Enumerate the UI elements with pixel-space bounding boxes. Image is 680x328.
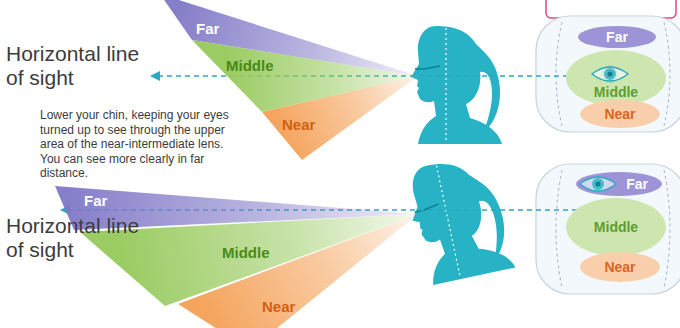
near-lens-zone: Near bbox=[580, 100, 660, 128]
head-profile bbox=[402, 152, 516, 286]
instruction-note: Lower your chin, keeping your eyes turne… bbox=[40, 108, 232, 181]
lens-blank bbox=[536, 16, 680, 132]
zone-label: Far bbox=[196, 21, 219, 37]
lens-zone-label: Far bbox=[626, 176, 648, 192]
lens-zone-label: Near bbox=[604, 259, 635, 275]
wedge-fill bbox=[192, 40, 418, 112]
zone-label: Middle bbox=[226, 58, 274, 74]
arrowhead bbox=[150, 71, 160, 81]
lens-blank bbox=[536, 164, 680, 294]
wedge-fill bbox=[262, 76, 418, 160]
middle-lens-zone: Middle bbox=[566, 198, 666, 256]
glasses bbox=[415, 66, 440, 69]
far-lens-zone: Far bbox=[576, 172, 662, 196]
axis-label: Horizontal line of sight bbox=[6, 42, 146, 90]
wedge-shape bbox=[192, 40, 418, 112]
center-line bbox=[445, 28, 446, 142]
zone-label: Far bbox=[84, 193, 107, 209]
zone-label: Near bbox=[262, 299, 295, 315]
lens-edge bbox=[556, 22, 562, 126]
woman-silhouette bbox=[411, 26, 502, 144]
woman-silhouette bbox=[402, 152, 516, 286]
lens-zone-label: Middle bbox=[594, 219, 638, 235]
near-zone-wedge: Near bbox=[178, 214, 418, 328]
lens-zone-label: Middle bbox=[594, 84, 638, 100]
near-zone-wedge: Near bbox=[262, 76, 418, 160]
wedge-shape bbox=[178, 214, 418, 328]
far-lens-zone: Far bbox=[578, 26, 656, 48]
lens-zone-label: Near bbox=[604, 106, 635, 122]
center-line bbox=[437, 166, 461, 278]
wedge-fill bbox=[178, 214, 418, 328]
middle-lens-zone: Middle bbox=[566, 50, 666, 106]
zone-label: Near bbox=[282, 117, 315, 133]
head-profile bbox=[411, 26, 502, 144]
middle-zone-wedge: Middle bbox=[192, 40, 418, 112]
axis-label: Horizontal line of sight bbox=[6, 214, 146, 262]
glasses bbox=[414, 204, 439, 212]
callout-box bbox=[546, 0, 676, 18]
near-lens-zone: Near bbox=[580, 252, 660, 282]
lens-edge bbox=[556, 170, 562, 288]
lens-zone-label: Far bbox=[606, 29, 628, 45]
zone-label: Middle bbox=[222, 245, 270, 261]
